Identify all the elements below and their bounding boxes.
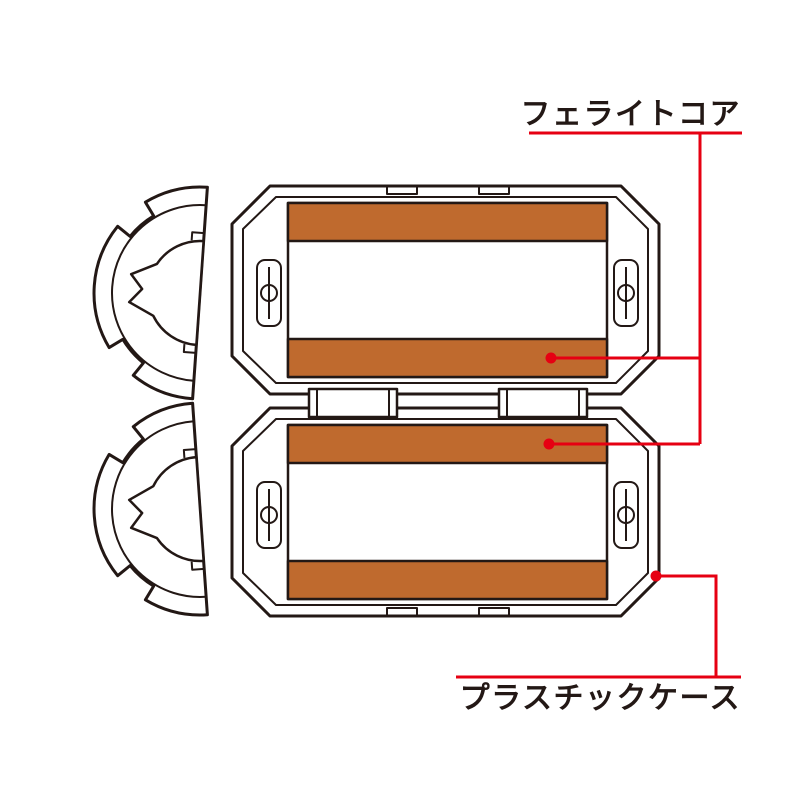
ferrite-core-bands-top: [286, 201, 609, 379]
front-view-top-case: [230, 184, 661, 396]
latch-left: [256, 259, 282, 327]
ferrite-core-label: フェライトコア: [521, 98, 742, 131]
case-inner-outline: [242, 418, 649, 606]
latch-left: [256, 481, 282, 549]
ferrite-core-leader-line: [529, 131, 742, 446]
latch-right: [613, 481, 639, 549]
plastic-case-label: プラスチックケース: [460, 682, 741, 715]
front-view-bottom-case: [230, 406, 661, 618]
ferrite-core-band: [286, 201, 609, 243]
hinge-tab: [307, 387, 399, 419]
hinge-tabs: [307, 387, 589, 419]
callout-labels: フェライトコア プラスチックケース: [460, 98, 742, 715]
plastic-case-leader-line: [456, 574, 741, 679]
ferrite-core-bands-bottom: [286, 423, 609, 601]
latch-right: [613, 259, 639, 327]
line-art: [85, 178, 661, 624]
case-edge-notches: [386, 607, 510, 616]
case-inner-outline: [242, 196, 649, 384]
callout-dot: [543, 438, 555, 450]
hinge-tab: [497, 387, 589, 419]
callout-dots: [543, 352, 662, 582]
callout-dot: [545, 352, 557, 364]
hinge-tab-lines: [316, 389, 580, 417]
callout-lines: [456, 131, 742, 679]
callout-dot: [650, 570, 662, 582]
ferrite-core-band: [286, 559, 609, 601]
case-edge-notches: [386, 186, 510, 195]
